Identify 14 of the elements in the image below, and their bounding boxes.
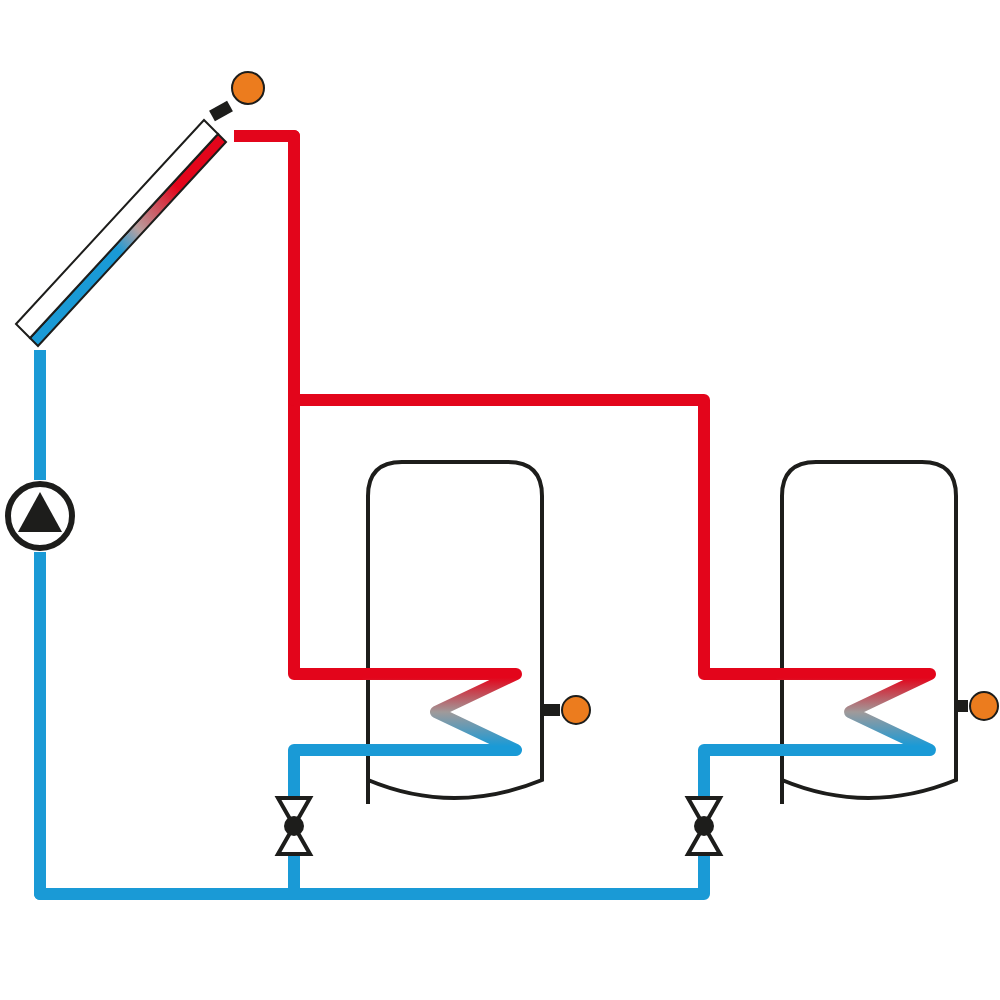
- temperature-sensor: [560, 694, 592, 726]
- pump-symbol: [4, 480, 76, 552]
- temperature-sensor: [230, 70, 266, 106]
- valve-symbol: [274, 796, 314, 856]
- pipe-line: [206, 100, 233, 122]
- storage-tank: [366, 460, 544, 804]
- pipe-line: [698, 744, 780, 796]
- pipe-line: [544, 704, 560, 716]
- valve-symbol: [684, 796, 724, 856]
- pipe-line: [288, 744, 366, 796]
- storage-tank: [780, 460, 958, 804]
- temperature-sensor: [968, 690, 1000, 722]
- pipe-line: [34, 350, 46, 480]
- pipe-line: [958, 700, 970, 712]
